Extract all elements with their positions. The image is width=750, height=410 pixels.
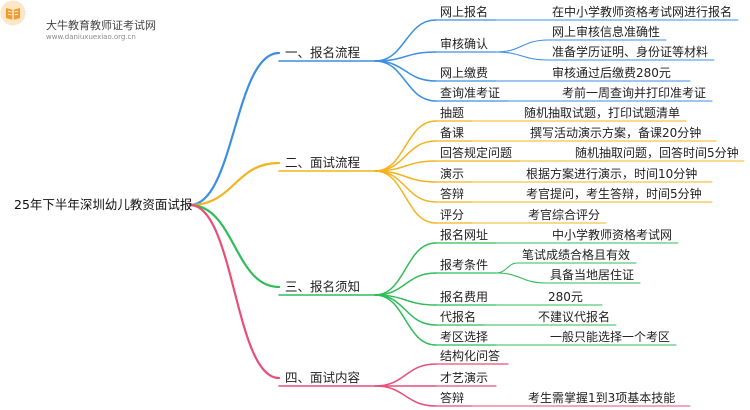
branch-node: 四、面试内容 [285,370,361,385]
leaf-node: 笔试成绩合格且有效 [522,248,631,262]
leaf-node: 在中小学教师资格考试网进行报名 [552,5,733,19]
child-node: 网上报名 [440,5,489,19]
child-node: 备课 [440,126,465,140]
leaf-connector [495,39,549,53]
leaf-node: 根据方案进行演示，时间10分钟 [526,167,698,181]
leaf-connector [495,262,519,274]
child-connector [374,19,437,62]
child-node: 报考条件 [440,258,489,272]
child-node: 考区选择 [440,330,489,344]
child-connector [374,60,437,102]
child-node: 审核确认 [440,37,489,51]
leaf-connector [495,272,547,284]
leaf-node: 考官提问，考生答辩，时间5分钟 [526,187,702,201]
child-node: 结构化问答 [440,349,501,363]
child-node: 抽题 [440,106,465,120]
leaf-node: 280元 [548,290,583,304]
child-connector [374,385,437,407]
child-connector [374,363,437,387]
child-connector [374,120,437,172]
branch-connector [188,203,281,380]
child-node: 才艺演示 [440,371,489,385]
branch-connector [188,161,281,207]
child-node: 网上缴费 [440,66,489,80]
child-node: 查询准考证 [440,86,501,100]
branch-node: 二、面试流程 [285,155,361,170]
child-node: 演示 [440,167,465,181]
child-node: 回答规定问题 [440,146,513,160]
brand-name: 大牛教育教师证考试网 [46,19,156,32]
child-node: 报名费用 [440,290,489,304]
child-node: 评分 [440,208,465,222]
child-connector [374,60,437,82]
leaf-node: 撰写活动演示方案，备课20分钟 [530,126,702,140]
leaf-connector [495,51,549,61]
leaf-node: 准备学历证明、身份证等材料 [552,45,709,59]
branch-connector [188,203,281,289]
leaf-node: 考前一周查询并打印准考证 [562,86,707,100]
leaf-node: 随机抽取试题，打印试题清单 [524,106,681,120]
leaf-node: 中小学教师资格考试网 [552,228,673,242]
leaf-node: 随机抽取问题，回答时间5分钟 [575,146,739,160]
leaf-node: 考官综合评分 [528,208,601,222]
child-node: 报名网址 [440,228,489,242]
child-connector [374,272,437,296]
child-connector [374,170,437,224]
root-node: 25年下半年深圳幼儿教资面试报 [14,197,193,212]
brand-url: www.daniuxuexiao.org.cn [46,33,136,41]
child-node: 答辩 [440,391,465,405]
leaf-node: 具备当地居住证 [550,268,635,282]
leaf-node: 考生需掌握1到3项基本技能 [528,391,676,405]
child-connector [374,242,437,296]
branch-connector [188,51,281,207]
book-logo-icon [0,0,26,26]
leaf-node: 网上审核信息准确性 [552,25,661,39]
child-node: 代报名 [440,310,477,324]
branch-node: 一、报名流程 [285,45,361,60]
leaf-node: 一般只能选择一个考区 [550,330,671,344]
leaf-node: 审核通过后缴费280元 [552,66,671,80]
child-connector [374,294,437,346]
branch-node: 三、报名须知 [285,279,361,294]
child-node: 答辩 [440,187,465,201]
leaf-node: 不建议代报名 [538,310,611,324]
